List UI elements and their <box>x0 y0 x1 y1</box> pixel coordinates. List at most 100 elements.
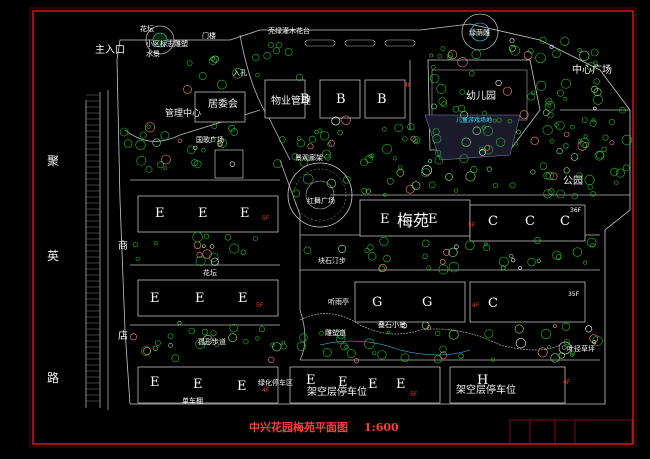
tree-symbol <box>545 171 554 181</box>
road-label-2: 英 <box>47 249 60 263</box>
tree-symbol <box>498 256 509 267</box>
tree-symbol <box>495 79 502 87</box>
tree-symbol <box>530 90 536 96</box>
logo-roundabout <box>145 25 175 55</box>
tree-symbol <box>292 189 301 198</box>
tree-symbol <box>590 191 596 197</box>
tree-symbol <box>576 172 583 179</box>
tree-symbol <box>296 136 302 141</box>
stepping-stones-label: 块石汀步 <box>318 257 346 265</box>
residents-committee-label: 居委会 <box>208 99 238 110</box>
tree-symbol <box>433 355 443 364</box>
tree-symbol <box>258 326 265 333</box>
tree-symbol <box>583 134 588 139</box>
tree-symbol <box>155 340 161 346</box>
tree-symbol <box>161 154 171 165</box>
tree-symbol <box>367 244 374 251</box>
tree-symbol <box>314 130 319 135</box>
tree-symbol <box>324 153 332 161</box>
tree-symbol <box>542 109 550 116</box>
tree-symbol <box>186 60 193 66</box>
tree-symbol <box>437 53 443 59</box>
tree-symbol <box>448 329 459 340</box>
tree-symbol <box>119 127 129 137</box>
tree-symbol <box>610 167 619 176</box>
tree-symbol <box>509 182 516 189</box>
tree-symbol <box>561 78 571 89</box>
garden-path <box>299 313 561 351</box>
tree-symbol <box>435 150 442 157</box>
tree-symbol <box>429 73 440 84</box>
tree-symbol <box>402 136 408 142</box>
drawing-frame <box>32 10 634 445</box>
tree-symbol <box>217 142 222 147</box>
block-b-2: B <box>336 92 346 107</box>
tree-symbol <box>447 55 452 60</box>
block-e-r3-1: E <box>150 375 160 390</box>
central-plaza <box>287 162 353 228</box>
tree-symbol <box>218 138 228 148</box>
tree-symbol <box>439 345 447 353</box>
tree-symbol <box>229 324 238 333</box>
tree-symbol <box>183 85 192 94</box>
tree-symbol <box>240 249 247 256</box>
tree-symbol <box>202 244 206 248</box>
tree-symbol <box>592 335 603 346</box>
tree-symbol <box>191 159 198 167</box>
block-e-r1-2: E <box>198 206 208 221</box>
tree-symbol <box>619 106 626 114</box>
tree-symbol <box>479 148 486 156</box>
tree-symbol <box>319 131 330 141</box>
tree-symbol <box>136 155 147 166</box>
tree-symbol <box>281 340 286 345</box>
tree-symbol <box>502 86 512 96</box>
tree-symbol <box>421 165 433 176</box>
tree-symbol <box>144 122 156 133</box>
tree-symbol <box>518 266 523 270</box>
tree-symbol <box>139 131 147 139</box>
tree-symbol <box>370 153 375 158</box>
tree-symbol <box>577 48 582 53</box>
parking-area-label: 绿化停车区 <box>258 379 293 387</box>
tree-symbol <box>379 236 389 246</box>
site-boundary <box>116 23 631 405</box>
tree-symbol <box>590 48 599 57</box>
tree-symbol <box>439 258 446 265</box>
tree-symbol <box>143 347 151 355</box>
tree-symbol <box>536 258 541 263</box>
tree-symbol <box>201 148 206 153</box>
tree-symbol <box>615 168 625 178</box>
tree-symbol <box>410 135 417 142</box>
tree-symbol <box>549 44 554 49</box>
tree-symbol <box>346 349 356 358</box>
tree-symbol <box>211 123 218 129</box>
tree-symbol <box>601 146 607 153</box>
tree-symbol <box>201 328 209 336</box>
tree-symbol <box>364 248 370 254</box>
flower-pond-label: 花坛 <box>140 25 154 33</box>
tree-symbol <box>572 247 583 257</box>
tree-symbol <box>468 70 475 77</box>
tree-symbol <box>344 344 349 350</box>
property-label: 物业管理 <box>271 96 311 107</box>
park-label: 公园 <box>563 176 583 187</box>
tree-symbol <box>383 254 391 263</box>
tree-symbol <box>157 161 164 169</box>
tree-symbol <box>302 173 314 185</box>
tree-symbol <box>341 115 351 125</box>
tree-symbol <box>202 249 212 259</box>
tree-symbols <box>119 36 632 364</box>
tree-symbol <box>452 105 460 113</box>
tree-symbol <box>153 241 158 246</box>
parking-label-2: 架空层停车位 <box>456 385 516 396</box>
tree-symbol <box>296 139 305 148</box>
block-b-3: B <box>377 92 387 107</box>
shop-label-2: 店 <box>118 331 128 342</box>
tree-symbol <box>377 350 387 360</box>
bicycle-shed-label: 单车棚 <box>182 397 203 405</box>
tree-symbol <box>232 68 243 79</box>
national-square-label: 国歌广场 <box>196 136 224 144</box>
tree-symbol <box>299 333 308 342</box>
tree-symbol <box>500 265 506 271</box>
tree-symbol <box>421 321 430 330</box>
